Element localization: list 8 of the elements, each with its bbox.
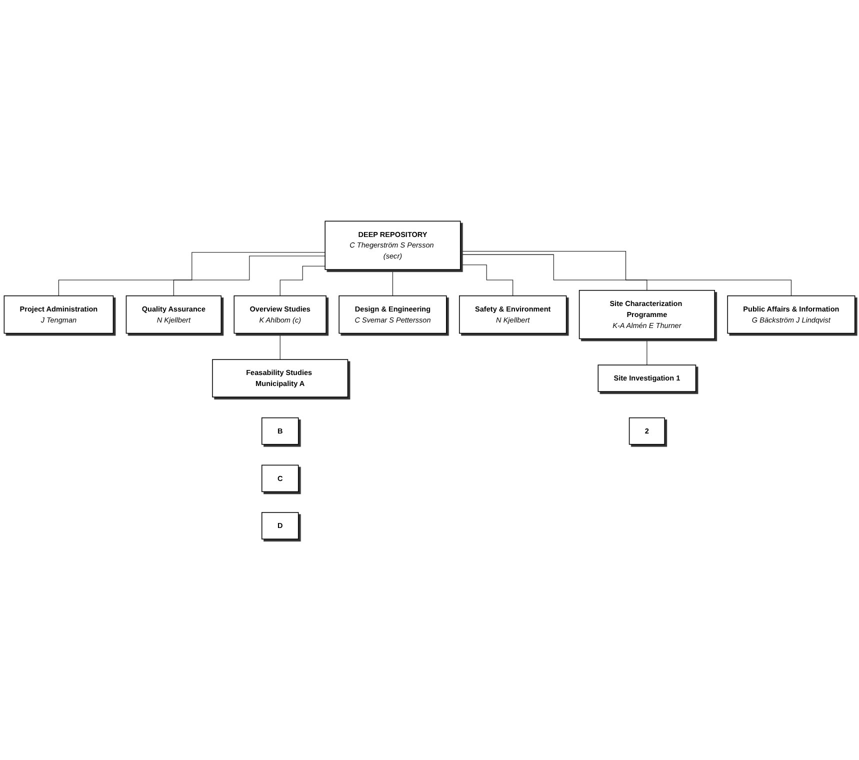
- connector: [460, 250, 792, 296]
- connector: [460, 254, 648, 291]
- connector: [58, 252, 326, 296]
- connector: [280, 266, 326, 296]
- connector: [460, 264, 514, 296]
- connector: [173, 256, 326, 296]
- connector: [392, 269, 393, 296]
- connector: [646, 338, 648, 366]
